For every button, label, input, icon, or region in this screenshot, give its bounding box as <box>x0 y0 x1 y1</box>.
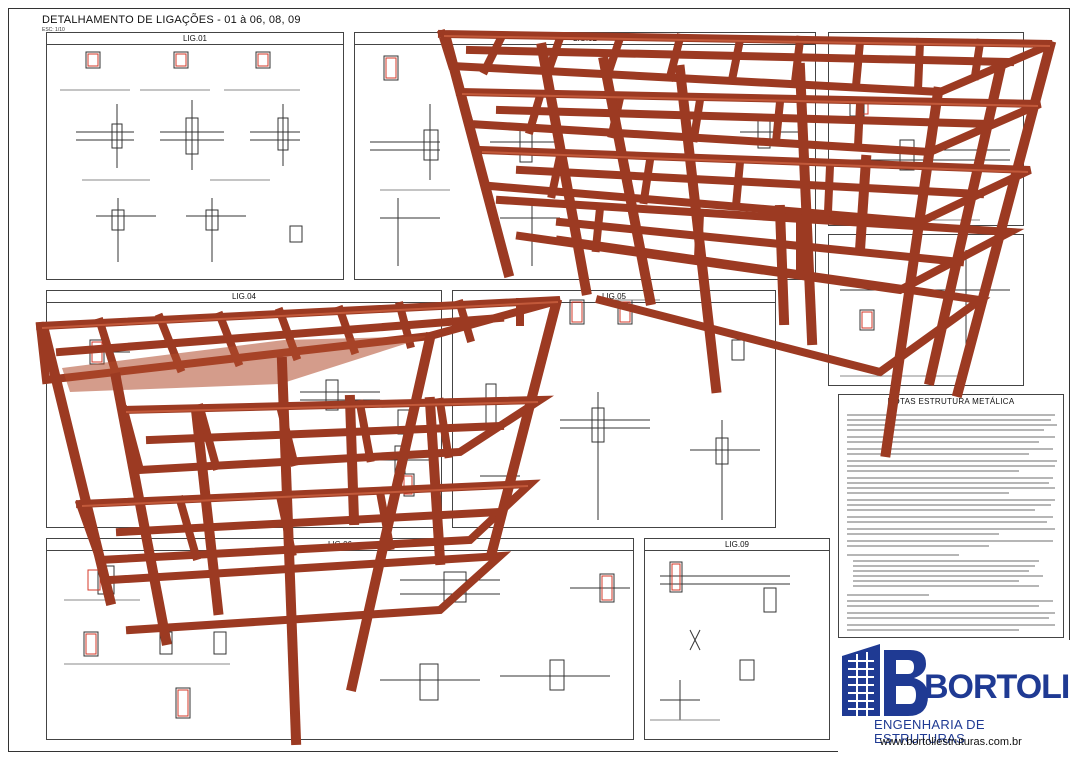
panel-divider <box>47 44 343 45</box>
notes-panel: NOTAS ESTRUTURA METÁLICA <box>838 394 1064 638</box>
panel-lig09: LIG.09 <box>644 538 830 740</box>
panel-divider <box>47 302 441 303</box>
logo-name: BORTOLI <box>924 668 1070 706</box>
panel-title: LIG.05 <box>601 292 626 301</box>
notes-text-lines <box>847 414 1057 631</box>
panel-lig01: LIG.01 <box>46 32 344 280</box>
panel-title: LIG.01 <box>182 34 207 43</box>
panel-title: LIG.09 <box>724 540 749 549</box>
company-logo: BORTOLI ENGENHARIA DE ESTRUTURAS www.bor… <box>838 640 1074 754</box>
logo-tagline: ENGENHARIA DE ESTRUTURAS <box>874 717 985 746</box>
notes-title: NOTAS ESTRUTURA METÁLICA <box>887 397 1015 406</box>
logo-url[interactable]: www.bortoliestruturas.com.br <box>880 736 1022 748</box>
structure-lower <box>35 296 563 746</box>
sheet-title: DETALHAMENTO DE LIGAÇÕES - 01 à 06, 08, … <box>42 14 301 26</box>
panel-divider <box>645 550 829 551</box>
panel-title: LIG.04 <box>231 292 256 301</box>
structure-upper <box>436 28 1057 458</box>
panel-lig06: LIG.06 <box>46 538 634 740</box>
sheet-frame <box>8 8 1070 752</box>
sheet-scale: ESC: 1/10 <box>42 27 65 33</box>
panel-divider <box>355 44 815 45</box>
building-logo-icon <box>842 644 928 716</box>
